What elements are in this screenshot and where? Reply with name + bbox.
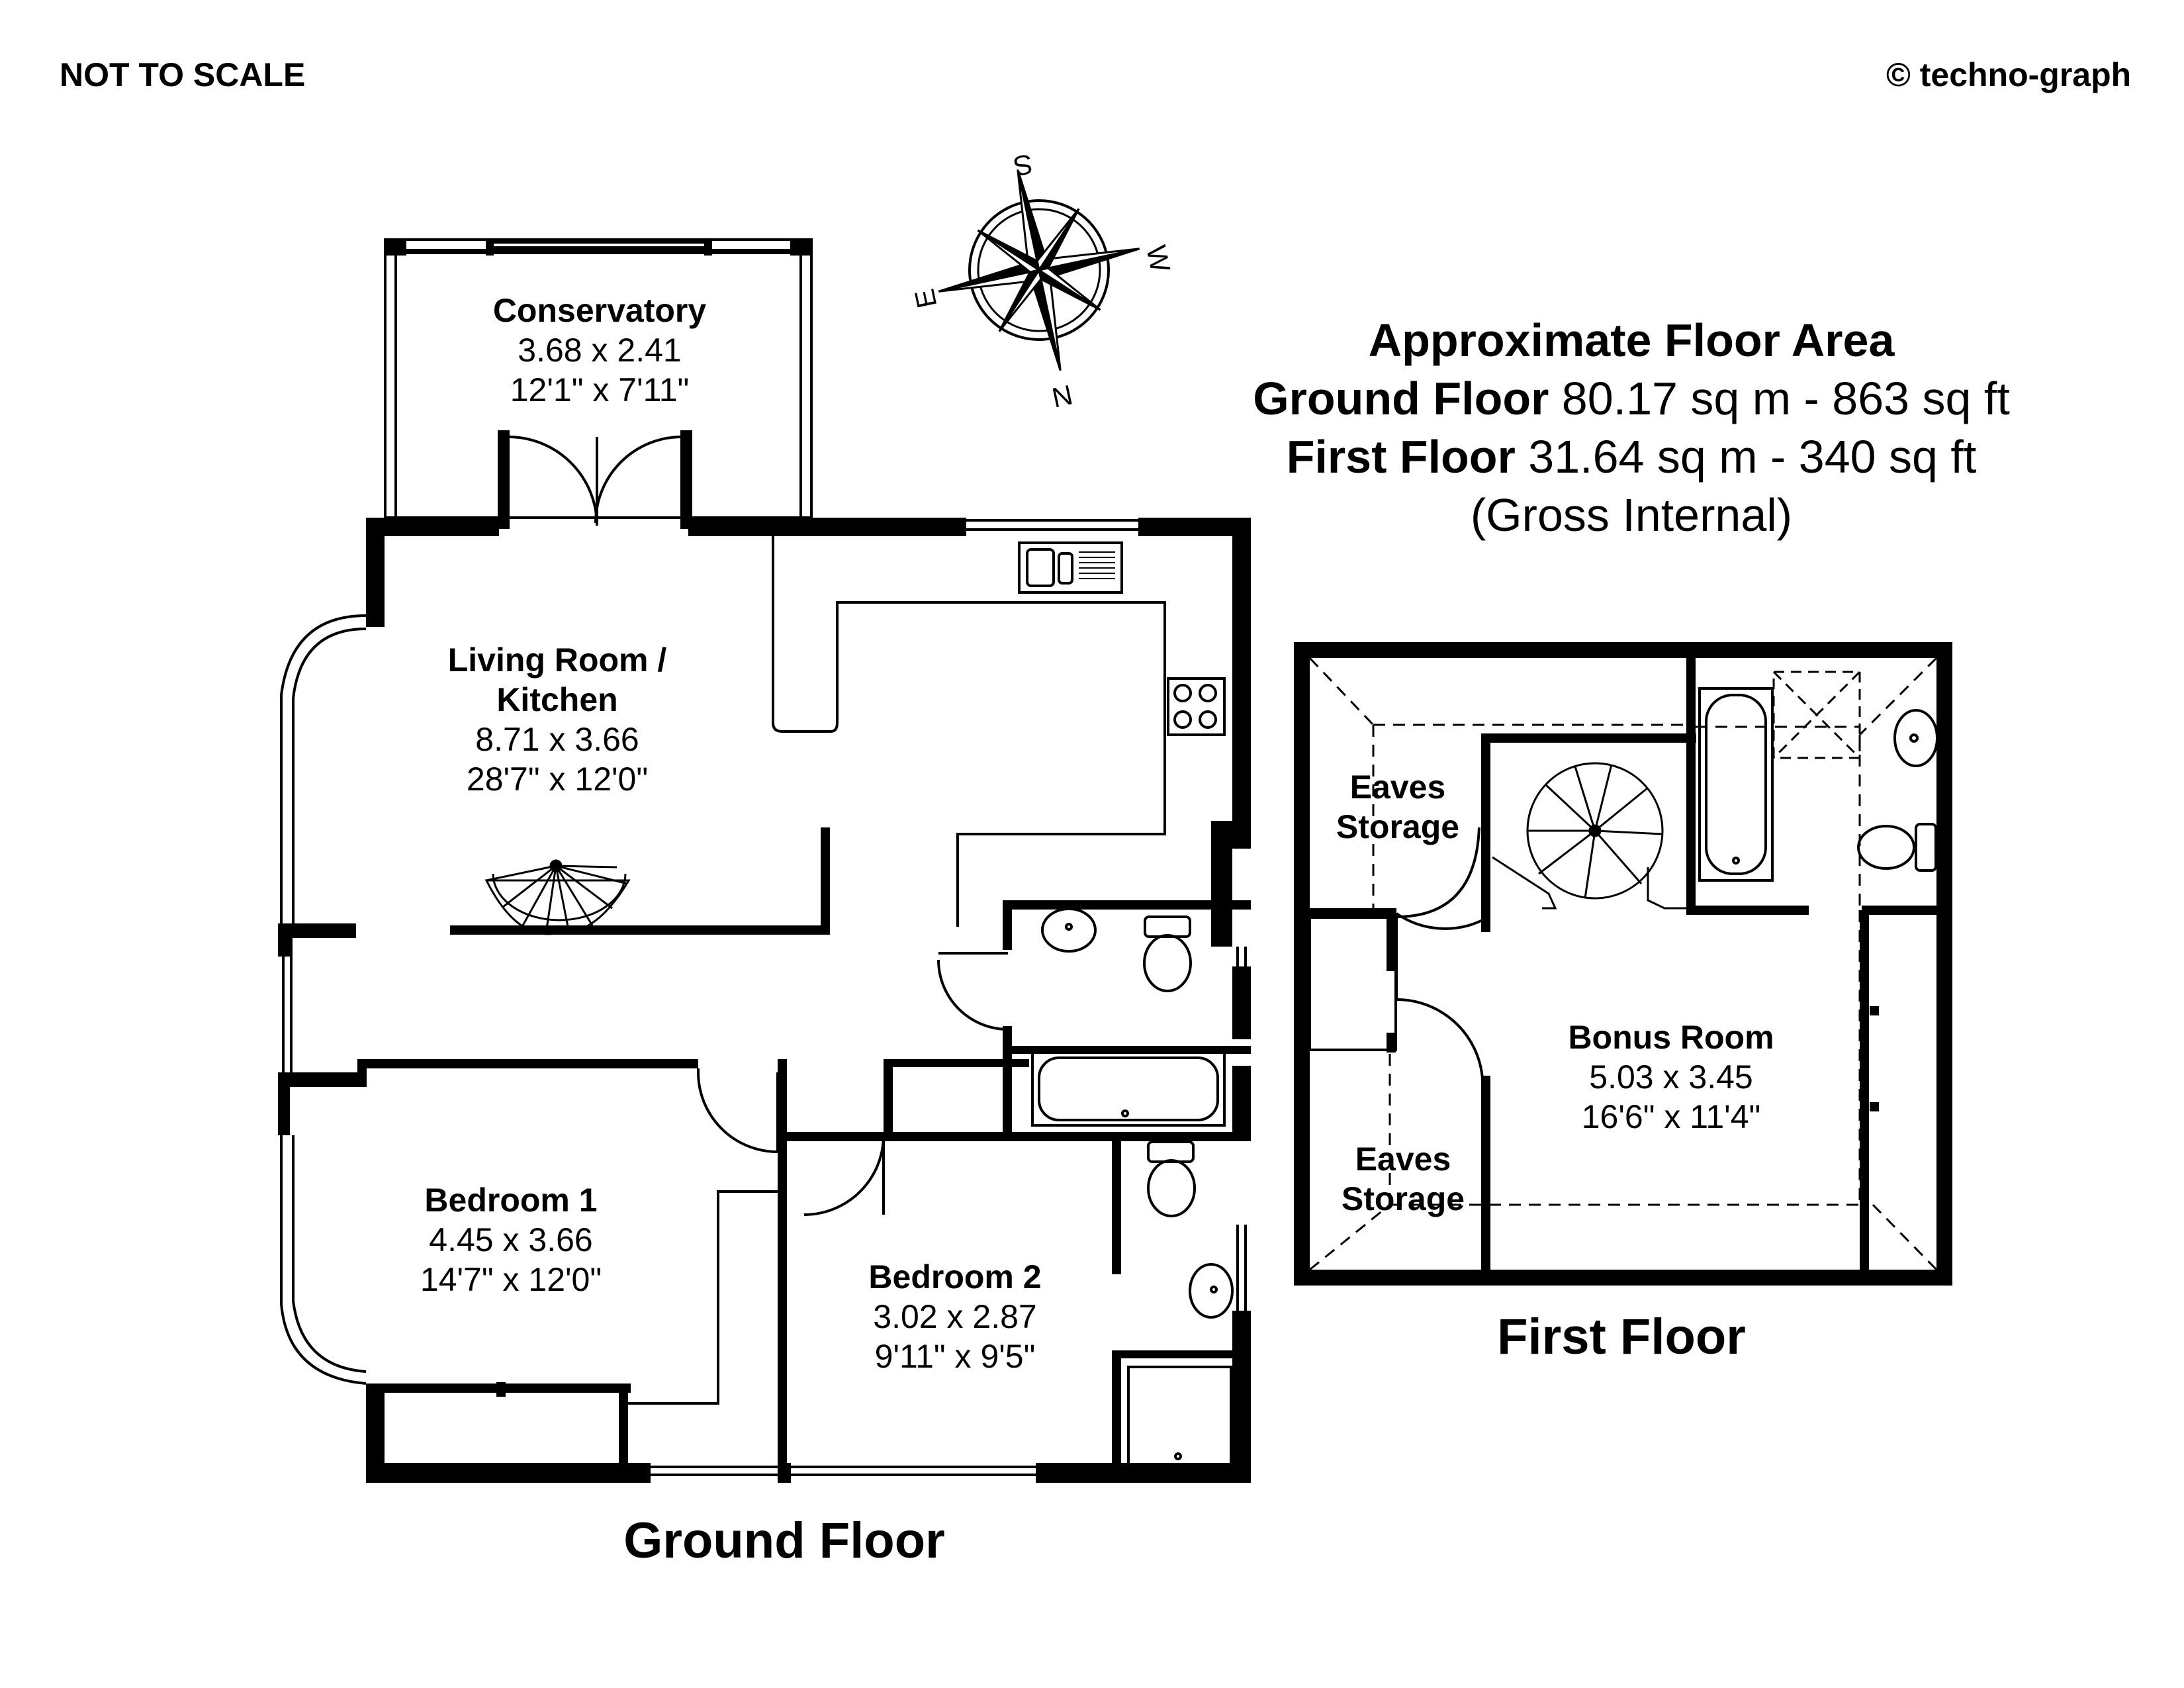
area-first-value: 31.64 sq m - 340 sq ft	[1528, 431, 1977, 483]
bonus-room-imperial: 16'6" x 11'4"	[1581, 1098, 1761, 1135]
eaves-upper-name-line2: Storage	[1336, 808, 1460, 845]
living-kitchen-metric: 8.71 x 3.66	[475, 721, 639, 758]
bonus-room-metric: 5.03 x 3.45	[1589, 1058, 1753, 1096]
spiral-stair-ground	[484, 859, 631, 935]
bedroom2-name: Bedroom 2	[868, 1258, 1042, 1295]
ground-floor-fixtures	[280, 238, 1247, 1476]
eaves-lower-name-line2: Storage	[1341, 1180, 1465, 1217]
area-first-label: First Floor	[1286, 431, 1516, 483]
bedroom2-metric: 3.02 x 2.87	[873, 1298, 1037, 1335]
ground-floor-label: Ground Floor	[623, 1513, 945, 1569]
eaves-upper-name-line1: Eaves	[1349, 769, 1446, 806]
bedroom1-metric: 4.45 x 3.66	[429, 1221, 593, 1258]
area-note: (Gross Internal)	[1470, 489, 1793, 541]
area-first-line: First Floor 31.64 sq m - 340 sq ft	[1253, 428, 2010, 486]
eaves-lower-name-line1: Eaves	[1355, 1141, 1451, 1178]
spiral-stair-first	[1492, 762, 1686, 910]
compass-rose	[938, 169, 1140, 371]
not-to-scale-note: NOT TO SCALE	[60, 56, 306, 93]
bonus-room-name: Bonus Room	[1568, 1019, 1774, 1056]
area-ground-value: 80.17 sq m - 863 sq ft	[1561, 373, 2010, 424]
area-ground-label: Ground Floor	[1253, 373, 1549, 424]
copyright-notice: © techno-graph	[1886, 56, 2132, 93]
conservatory-imperial: 12'1" x 7'11"	[510, 371, 690, 408]
area-ground-line: Ground Floor 80.17 sq m - 863 sq ft	[1253, 369, 2010, 428]
ground-floor-walls	[278, 518, 1251, 1483]
area-title: Approximate Floor Area	[1368, 314, 1895, 366]
bedroom1-name: Bedroom 1	[424, 1182, 598, 1219]
first-floor-plan	[1294, 642, 1952, 1286]
first-floor-label: First Floor	[1497, 1309, 1746, 1365]
living-kitchen-name-line2: Kitchen	[496, 681, 618, 718]
conservatory-name: Conservatory	[492, 292, 707, 329]
first-floor-fixtures	[1297, 657, 1938, 1271]
floor-area-summary: Approximate Floor Area Ground Floor 80.1…	[1253, 311, 2010, 544]
compass-w-label: W	[1140, 242, 1177, 275]
ground-floor-plan	[278, 238, 1251, 1483]
conservatory-metric: 3.68 x 2.41	[518, 332, 682, 369]
living-kitchen-name-line1: Living Room /	[447, 641, 667, 679]
first-floor-walls	[1294, 642, 1952, 1286]
bedroom1-imperial: 14'7" x 12'0"	[420, 1261, 602, 1298]
living-kitchen-imperial: 28'7" x 12'0"	[466, 761, 649, 798]
bedroom2-imperial: 9'11" x 9'5"	[874, 1338, 1036, 1375]
